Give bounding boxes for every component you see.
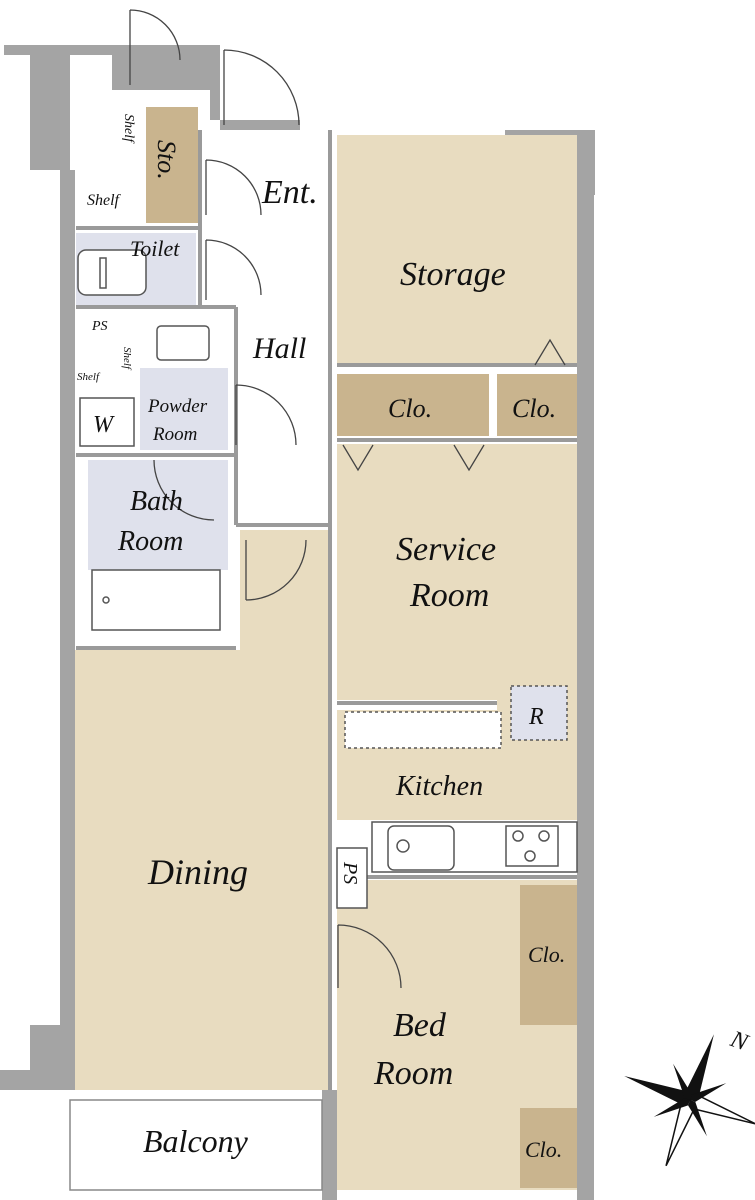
toilet-label: Toilet <box>130 236 180 261</box>
shelf-vertical-label: Shelf <box>121 114 136 144</box>
kitchen-sink <box>387 825 455 871</box>
compass-rose-icon <box>624 1034 755 1167</box>
washer-label: W <box>93 412 115 438</box>
fridge-label: R <box>528 704 544 730</box>
ps-kitchen-box <box>336 847 368 909</box>
fixtures <box>77 249 578 909</box>
closet-bed-upper-label: Clo. <box>528 942 565 967</box>
bathtub <box>91 569 221 631</box>
shelf-small-right-label: Shelf <box>121 347 133 371</box>
fridge-space <box>510 685 568 741</box>
toilet-fixture <box>77 249 147 296</box>
dining-label: Dining <box>147 852 248 892</box>
powder-room-label-2: Room <box>152 424 197 445</box>
bed-room-label-2: Room <box>373 1055 453 1092</box>
closet-door-markers <box>342 338 566 472</box>
ps-top-label: PS <box>91 319 108 334</box>
shelf-entrance-label: Shelf <box>87 192 122 209</box>
powder-room-label-1: Powder <box>147 396 208 417</box>
kitchen-counter-top <box>344 711 502 749</box>
partitions <box>76 130 577 1090</box>
service-room-label-1: Service <box>396 531 496 568</box>
service-closet-left-floor <box>337 374 489 436</box>
service-room-label-2: Room <box>409 577 489 614</box>
bath-room-floor <box>88 460 228 570</box>
compass: N <box>624 1026 755 1167</box>
closet-bed-lower-label: Clo. <box>525 1137 562 1162</box>
ent-label: Ent. <box>261 174 318 211</box>
storage-room-floor <box>337 135 577 363</box>
bed-room-label-1: Bed <box>393 1007 447 1044</box>
hall-label: Hall <box>252 332 306 365</box>
closet-service-left-label: Clo. <box>388 394 432 423</box>
washing-machine-area <box>79 397 135 447</box>
bath-room-label-1: Bath <box>130 486 183 517</box>
service-room-floor <box>337 444 577 700</box>
storage-room-closet-right-floor <box>497 374 577 436</box>
shelf-small-left-label: Shelf <box>77 371 101 383</box>
compass-north-label: N <box>726 1026 753 1057</box>
washbasin <box>156 325 210 361</box>
dining-floor <box>75 530 328 1090</box>
sto-label: Sto. <box>152 140 181 180</box>
bath-room-label-2: Room <box>117 526 183 557</box>
closet-service-right-label: Clo. <box>512 394 556 423</box>
kitchen-label: Kitchen <box>395 771 483 802</box>
powder-room-floor <box>140 368 228 450</box>
balcony-label: Balcony <box>143 1123 249 1159</box>
doors <box>129 9 402 989</box>
bed-closet-upper-floor <box>520 885 577 1025</box>
bed-closet-lower-floor <box>520 1108 577 1188</box>
ps-kitchen-label: PS <box>339 861 361 884</box>
balcony-floor <box>69 1099 323 1191</box>
bed-room-floor <box>337 880 577 1190</box>
storage-room-label: Storage <box>400 256 506 293</box>
storage-closet-floor <box>146 107 198 223</box>
